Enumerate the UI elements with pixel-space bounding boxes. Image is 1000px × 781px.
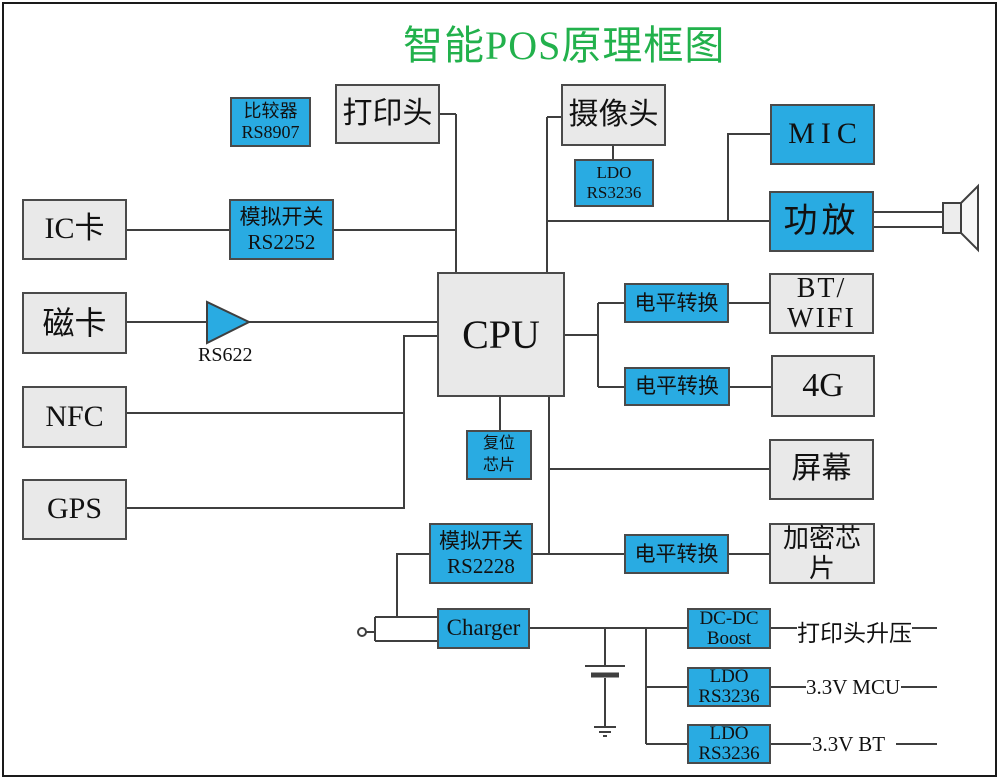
level-shift1-label: 电平转换 (634, 290, 719, 315)
charger-box: Charger (437, 608, 530, 649)
modem-4g-box: 4G (771, 355, 875, 417)
screen-box: 屏幕 (769, 439, 874, 500)
camera-ldo-box: LDO RS3236 (574, 159, 654, 207)
dcdc-boost-label-line1: DC-DC (699, 607, 759, 629)
reset-chip-box: 复位芯片 (466, 430, 532, 480)
comparator-label-line2: RS8907 (241, 122, 300, 142)
wire-printhead-cpu (440, 113, 457, 272)
camera-ldo-label-line2: RS3236 (586, 183, 642, 202)
dcdc-boost-label-line2: Boost (706, 627, 752, 649)
cpu-label: CPU (462, 311, 540, 357)
audio-amp-box: 功放 (769, 191, 874, 252)
level-shift1-box: 电平转换 (624, 283, 729, 323)
wire-gps-bus-cpu (127, 335, 437, 509)
wire-cpu-levelshifters (565, 302, 624, 388)
level-shift2-box: 电平转换 (624, 367, 730, 406)
rs622-label: RS622 (198, 344, 253, 366)
power-jack-icon (357, 616, 437, 642)
comparator-box: 比较器 RS8907 (230, 97, 311, 147)
ic-card-label: IC卡 (44, 212, 105, 246)
printhead-box: 打印头 (335, 84, 440, 144)
level-shift2-label: 电平转换 (635, 374, 719, 399)
magnetic-card-box: 磁卡 (22, 292, 127, 354)
diagram-title: 智能POS原理框图 (403, 23, 726, 68)
analog-switch2-label-line2: RS2228 (447, 553, 515, 578)
printhead-label: 打印头 (342, 96, 433, 130)
ldo-mcu-label-line1: LDO (709, 666, 749, 688)
gps-label: GPS (46, 492, 103, 526)
bt-wifi-label-line2: WIFI (787, 302, 856, 334)
camera-box: 摄像头 (561, 84, 666, 146)
bt-wifi-box: BT/ WIFI (769, 273, 874, 334)
amplifier-triangle-icon (206, 300, 252, 345)
bt-rail-label: 3.3V BT (812, 732, 886, 756)
battery-icon (585, 628, 625, 727)
nfc-label: NFC (45, 399, 104, 433)
analog-switch2-box: 模拟开关 RS2228 (429, 523, 533, 584)
cpu-box: CPU (437, 272, 565, 397)
analog-switch1-label-line2: RS2252 (247, 229, 316, 254)
ldo-mcu-label-line2: RS3236 (698, 686, 760, 707)
printhead-boost-label: 打印头升压 (797, 621, 912, 646)
gps-box: GPS (22, 479, 127, 540)
screen-label: 屏幕 (791, 452, 852, 486)
ground-icon (594, 726, 616, 737)
camera-label: 摄像头 (568, 97, 659, 131)
crypto-chip-box: 加密芯片 (769, 523, 875, 584)
ldo-mcu-box: LDO RS3236 (687, 667, 771, 707)
wire-switch2-power (396, 553, 429, 617)
mcu-rail-label: 3.3V MCU (806, 675, 901, 699)
wire-rail-ldos (645, 628, 687, 745)
ldo-bt-label-line2: RS3236 (698, 743, 760, 764)
wire-mic-branch (727, 133, 770, 221)
analog-switch1-label-line1: 模拟开关 (239, 205, 324, 230)
mic-label: MIC (788, 117, 863, 151)
nfc-box: NFC (22, 386, 127, 448)
magnetic-card-label: 磁卡 (42, 304, 107, 341)
level-shift3-box: 电平转换 (624, 534, 729, 574)
ic-card-box: IC卡 (22, 199, 127, 260)
analog-switch1-box: 模拟开关 RS2252 (229, 199, 334, 260)
ldo-bt-box: LDO RS3236 (687, 724, 771, 764)
ldo-bt-label-line1: LDO (709, 723, 749, 745)
comparator-label-line1: 比较器 (243, 101, 298, 122)
reset-chip-label: 复位芯片 (482, 434, 515, 474)
charger-label: Charger (446, 615, 521, 641)
audio-amp-label: 功放 (783, 202, 860, 240)
modem-4g-label: 4G (802, 367, 844, 405)
crypto-chip-label: 加密芯片 (782, 523, 861, 583)
mic-box: MIC (770, 104, 875, 165)
analog-switch2-label-line1: 模拟开关 (439, 529, 523, 554)
speaker-icon (874, 183, 979, 253)
wire-camera-cpu (546, 116, 561, 272)
camera-ldo-label-line1: LDO (596, 163, 632, 183)
dcdc-boost-box: DC-DC Boost (687, 608, 771, 649)
level-shift3-label: 电平转换 (634, 541, 719, 566)
bt-wifi-label-line1: BT/ (796, 273, 847, 305)
